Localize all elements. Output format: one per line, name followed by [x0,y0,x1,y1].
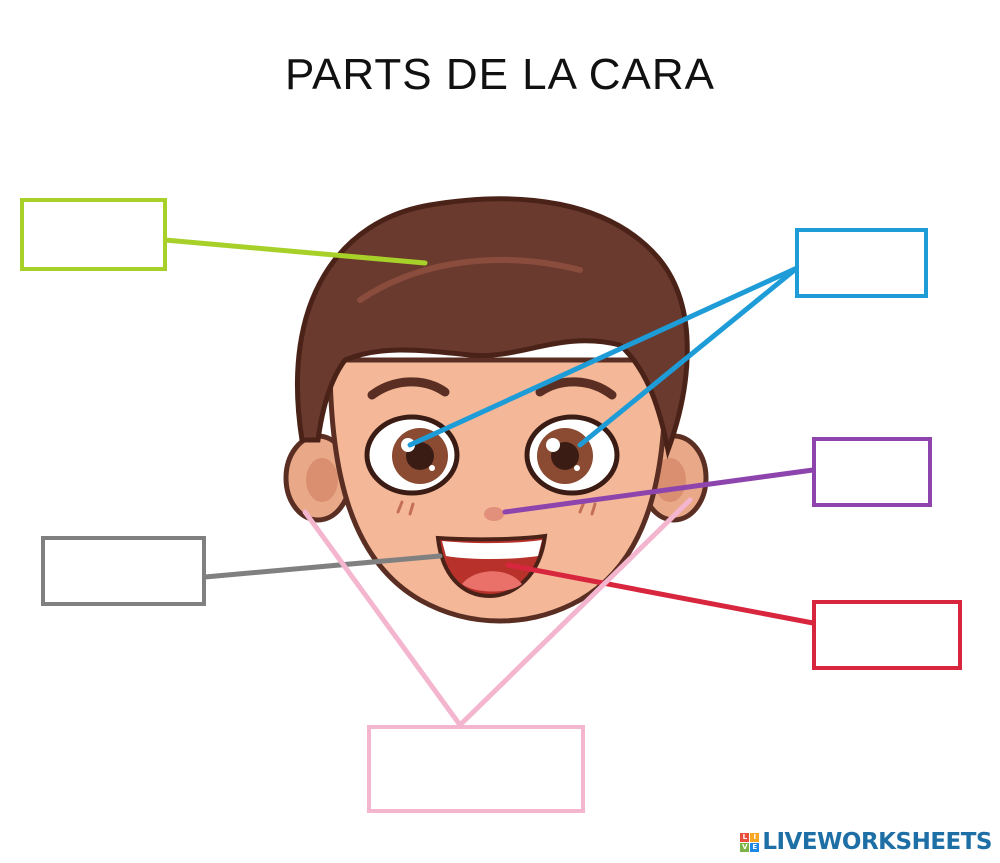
right-eyebrow [535,377,617,400]
nose [484,507,504,521]
connector-tongue [505,562,816,626]
connector-nose [502,467,816,515]
left-freckles [396,500,415,516]
liveworksheets-logo: L I V E LIVEWORKSHEETS [740,827,992,857]
hair-highlight [357,257,583,303]
mouth [435,533,548,599]
left-eye [364,414,460,496]
answer-box-nose[interactable] [812,437,932,507]
page-title: PARTS DE LA CARA [284,50,716,99]
connector-cheek-right [457,497,693,728]
connector-mouth [202,553,443,580]
connector-hair [162,237,428,266]
answer-box-mouth[interactable] [41,536,206,606]
logo-text: LIVEWORKSHEETS [762,829,992,855]
answer-box-tongue[interactable] [812,600,962,670]
connector-cheek-left [302,509,463,728]
answer-box-eyes[interactable] [795,228,928,298]
left-eyebrow [367,377,450,400]
answer-box-hair[interactable] [20,198,167,271]
connector-eye-right [577,265,800,448]
answer-box-cheeks[interactable] [367,725,585,813]
live-logo-icon: L I V E [740,832,760,852]
connector-eye-left [407,265,800,448]
